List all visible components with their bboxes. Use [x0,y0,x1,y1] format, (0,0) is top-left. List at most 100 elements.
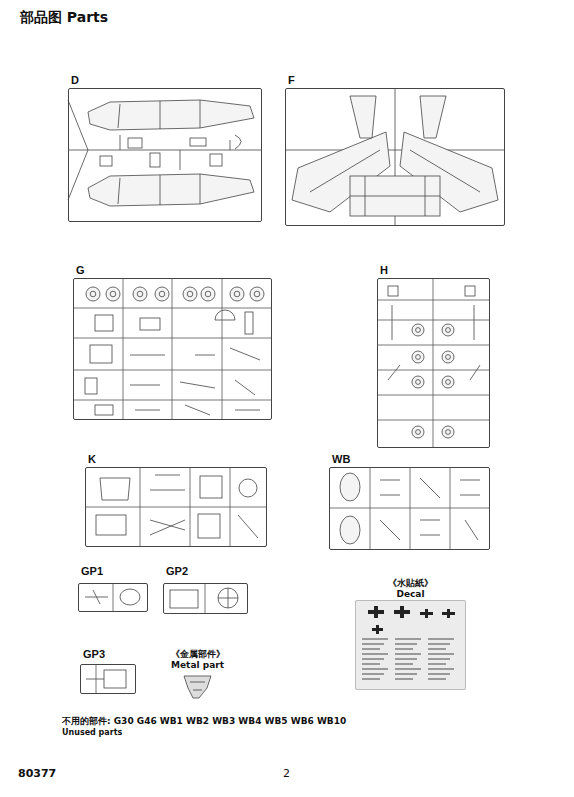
sprue-heading: 《水貼紙》Decal [388,578,433,599]
decal-strip [362,653,388,655]
runner [329,508,490,509]
metal-part: 《金属部件》Metal part [180,672,215,700]
wheel [442,376,454,388]
runner [73,370,272,371]
decal-strip [362,668,388,670]
runner [113,583,114,612]
hub [187,291,193,297]
sprue-frame: F [285,88,505,226]
decal-strip [428,678,446,680]
sheet-caption: Metal part [171,660,225,670]
wheel [133,287,147,301]
sprue-heading: GP2 [166,565,188,578]
sprue-letter: GP2 [166,565,188,578]
hub [446,355,451,360]
hub [137,291,143,297]
hub [110,291,116,297]
kit-number: 80377 [18,768,56,781]
sprue-frame: GP2 [163,583,248,614]
decal-strip [395,643,417,645]
runner [85,507,267,508]
decal-strip [362,658,384,660]
decal-strip [395,678,413,680]
wheel [442,351,454,363]
sprue-heading: D [71,74,79,87]
decal-strip [428,673,450,675]
runner [172,278,173,420]
decal-strip [395,668,421,670]
runner [377,300,490,301]
sprue-heading: G [76,264,85,277]
runner [377,320,490,321]
decal-strip [428,658,450,660]
decal-sheet: 《水貼紙》Decal [355,600,466,690]
runner [370,467,371,550]
decal-strip [395,638,421,640]
decal-strip [428,643,450,645]
sheet-caption: 《水貼紙》 [388,578,433,588]
decal-strip [395,653,421,655]
sprue-letter: G [76,264,85,277]
hub [446,430,451,435]
wheel [442,426,454,438]
sprue-letter: H [380,264,388,277]
wheel [86,287,100,301]
decal-strip [362,638,388,640]
sprue-frame: WB [329,467,490,550]
sprue-letter: GP1 [81,565,103,578]
sheet-caption: 《金属部件》 [171,649,225,659]
sprue-frame: D [68,88,262,222]
runner [410,467,411,550]
parts-drawing [68,88,505,698]
decal-strip [362,678,380,680]
hub [446,380,451,385]
wheel [183,287,197,301]
sprue-letter: GP3 [83,648,105,661]
sprue-heading: GP1 [81,565,103,578]
sprue-frame: G [73,278,272,420]
sprue-letter: WB [332,453,350,466]
decal-strip [428,638,454,640]
sprue-heading: GP3 [83,648,105,661]
wheel [442,324,454,336]
decal-strip [428,648,446,650]
wheel [230,287,244,301]
decal-strip [395,648,413,650]
runner [377,345,490,346]
runner [73,338,272,339]
sprue-heading: F [288,74,295,87]
sprue-heading: H [380,264,388,277]
sprue-heading: 《金属部件》Metal part [171,649,225,670]
hub [254,291,260,297]
hub [446,328,451,333]
hub [416,380,421,385]
decal-strip [362,643,384,645]
hub [416,430,421,435]
wheel [155,287,169,301]
sprue-runners [73,278,490,694]
runner [96,664,97,694]
wheel [412,324,424,336]
runner [433,278,434,448]
decal-strip [428,663,446,665]
sprue-letter: F [288,74,295,87]
wheel [106,287,120,301]
wheel [412,426,424,438]
runner [123,278,124,420]
wheel [201,287,215,301]
decal-marks [362,606,455,680]
runner [73,400,272,401]
sprue-frame: GP3 [80,664,136,694]
decal-strip [362,673,384,675]
decal-strip [395,673,417,675]
wheel [412,376,424,388]
sprue-frame: K [85,467,267,547]
runner [450,467,451,550]
decal-strip [362,663,380,665]
hub [234,291,240,297]
wheel [412,351,424,363]
unused-parts-caption: Unused parts [62,728,122,737]
hub [416,355,421,360]
hub [159,291,165,297]
